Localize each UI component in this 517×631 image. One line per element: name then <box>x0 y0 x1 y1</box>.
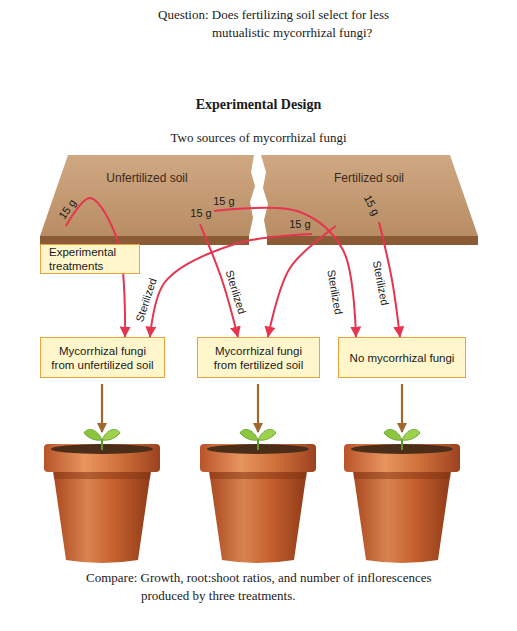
result-arrow <box>101 384 103 432</box>
soil-surface <box>261 155 478 236</box>
treatments-label: Experimental treatments <box>40 244 140 274</box>
amount-label: 15 g <box>190 207 211 219</box>
soil-label: Unfertilized soil <box>38 152 256 185</box>
treatment-label: No mycorrhizal fungi <box>347 351 457 365</box>
figure-caption: Compare: Growth, root:shoot ratios, and … <box>86 569 446 605</box>
sterilized-note: Sterilized <box>325 269 345 316</box>
treatment-box: Mycorrhizal fungi from fertilized soil <box>197 337 320 378</box>
treatment-box: No mycorrhizal fungi <box>338 337 466 378</box>
question-title: Question: Does fertilizing soil select f… <box>158 6 408 42</box>
sterilized-note: Sterilized <box>133 277 158 324</box>
section-subheading: Two sources of mycorrhizal fungi <box>171 130 347 146</box>
flower-pot <box>200 429 316 563</box>
treatment-box: Mycorrhizal fungi from unfertilized soil <box>40 337 165 378</box>
result-arrow <box>257 384 259 432</box>
sterilized-note: Sterilized <box>224 269 249 316</box>
treatment-label: Mycorrhizal fungi from fertilized soil <box>206 344 311 372</box>
section-heading: Experimental Design <box>196 97 322 113</box>
flower-pot <box>344 429 460 563</box>
soil-edge <box>267 236 478 245</box>
amount-label: 15 g <box>289 218 310 230</box>
treatment-label: Mycorrhizal fungi from unfertilized soil <box>49 344 156 372</box>
transfer-arrow <box>150 234 312 337</box>
sterilized-note: Sterilized <box>371 260 391 307</box>
amount-label: 15 g <box>213 195 234 207</box>
soil-surface <box>40 155 255 236</box>
soil-label: Fertilized soil <box>258 152 480 185</box>
flower-pot <box>44 429 160 563</box>
result-arrow <box>401 384 403 432</box>
